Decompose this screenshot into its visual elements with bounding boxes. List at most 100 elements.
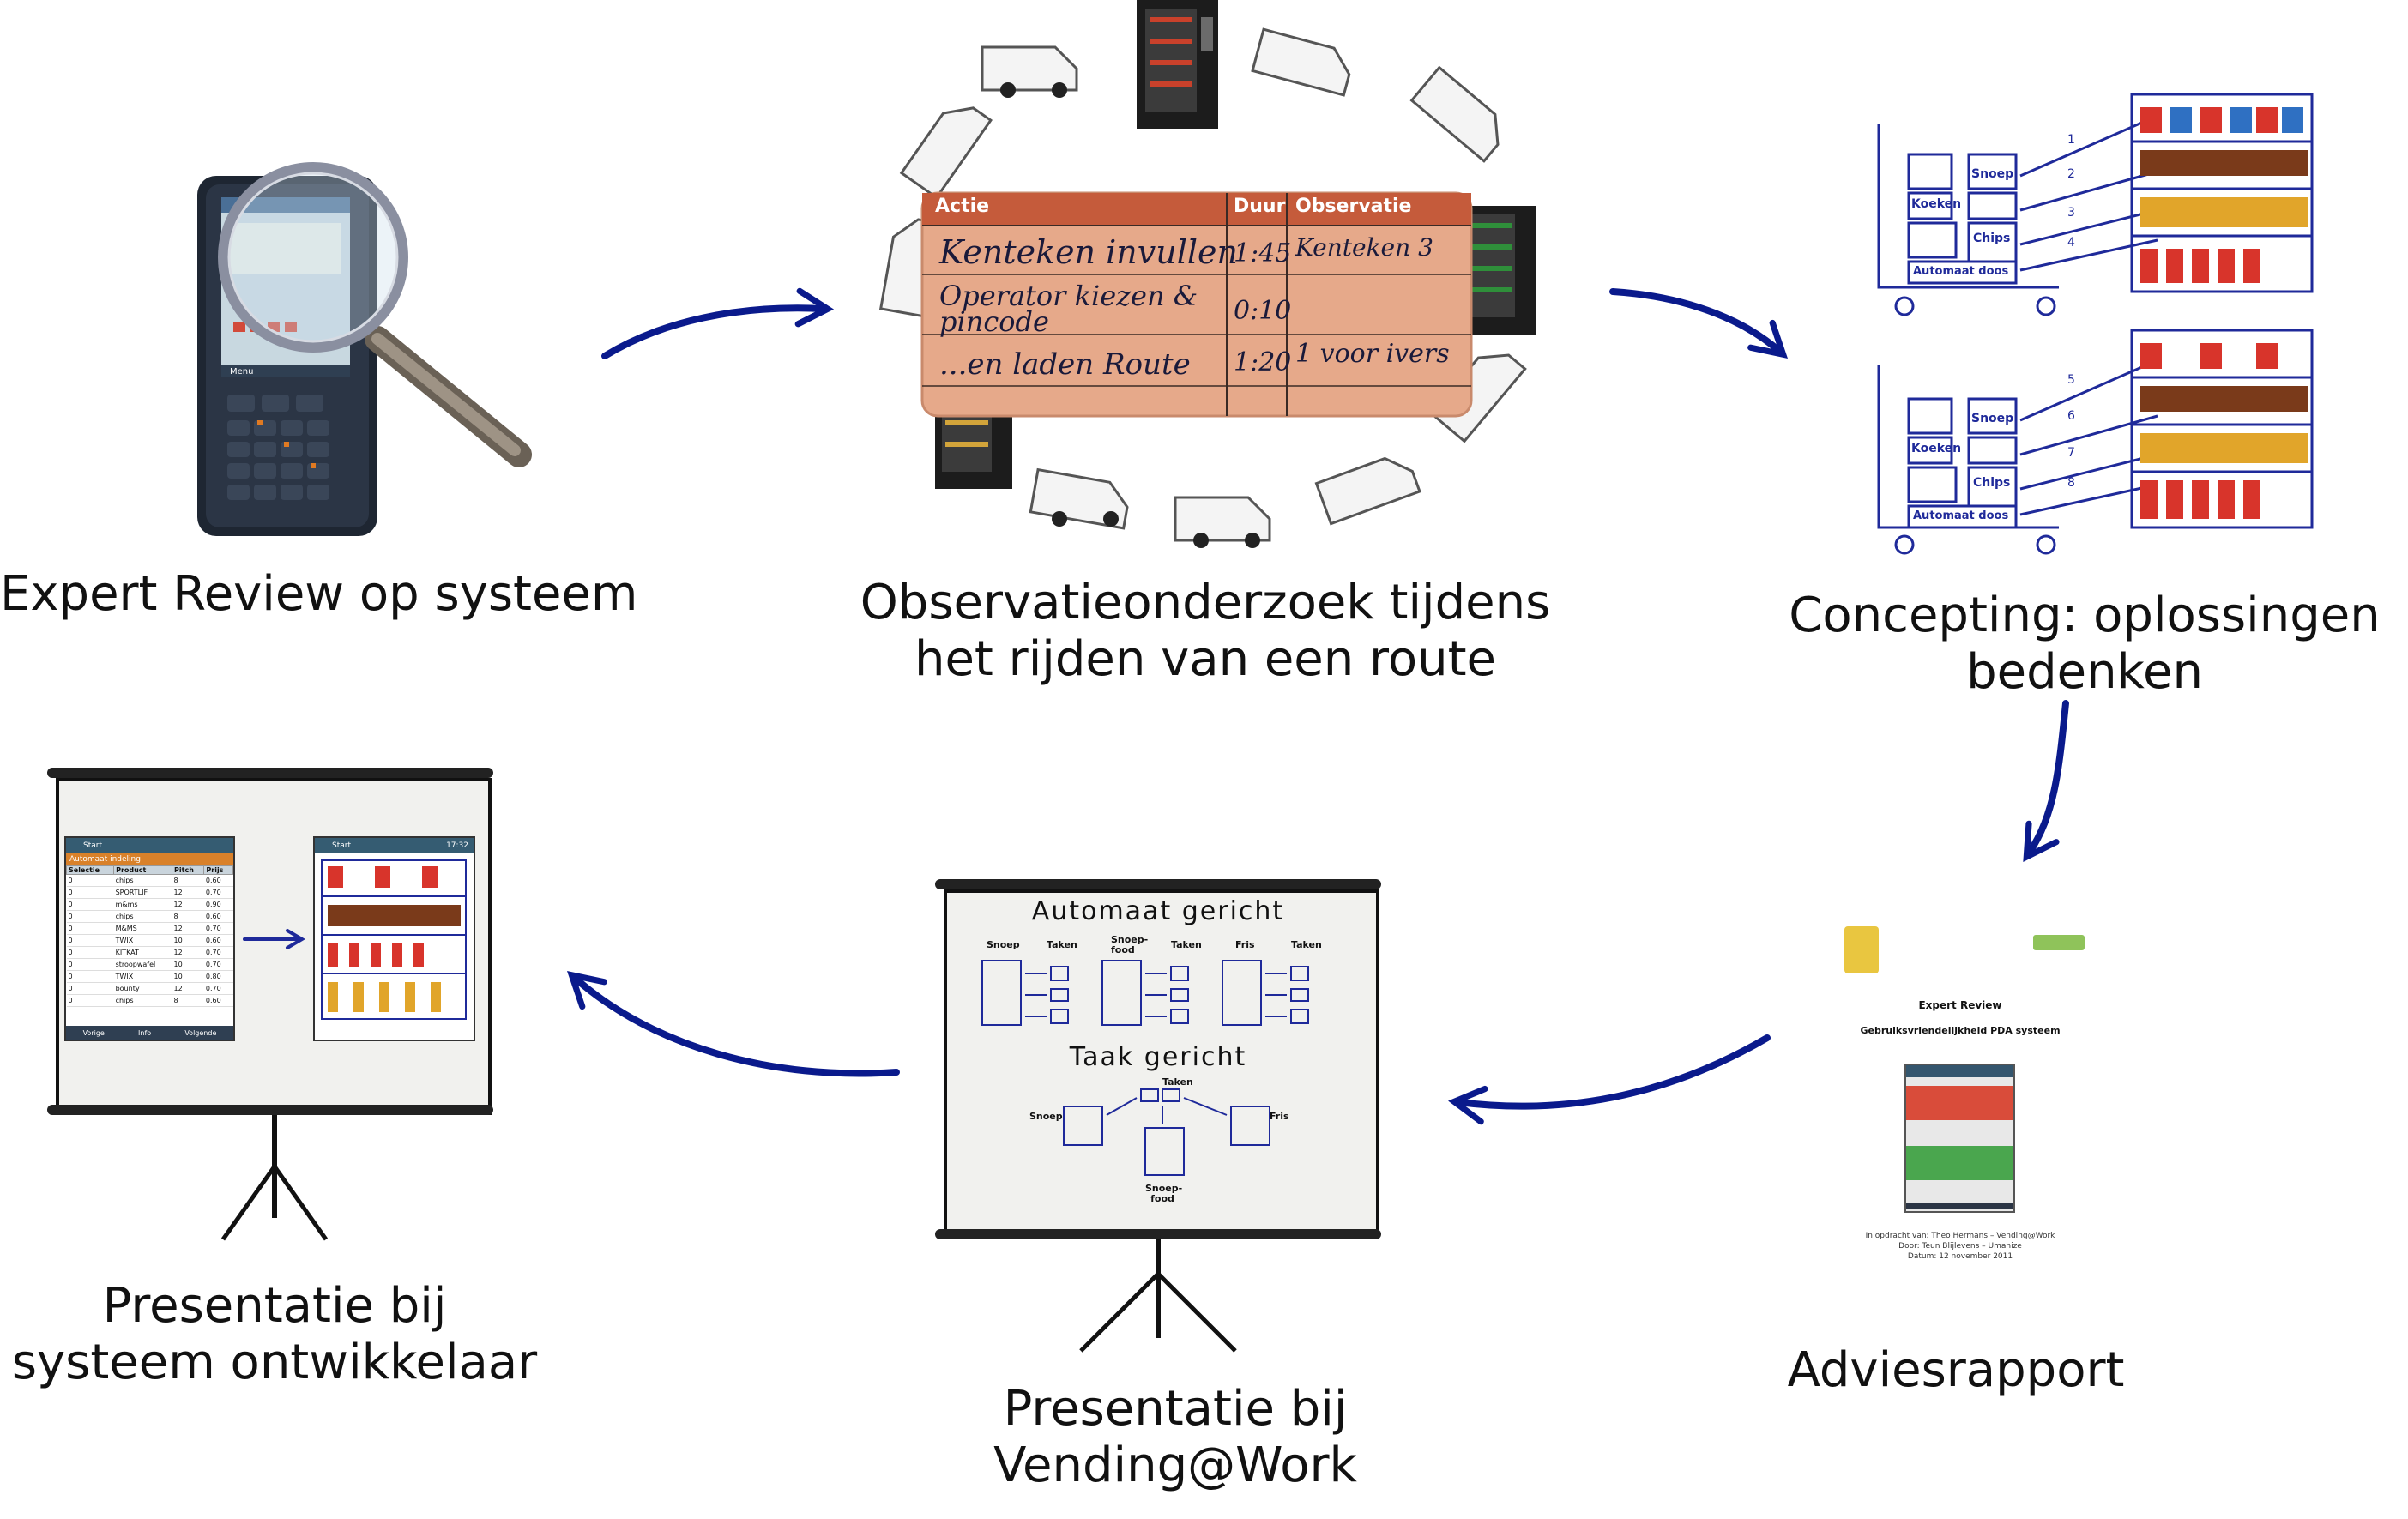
table-cell: 12 — [172, 946, 204, 959]
observation-illustration: Actie Duur Observatie Kenteken invullen … — [866, 0, 1536, 549]
caption-expert-review: Expert Review op systeem — [0, 566, 638, 622]
arrow-expert-to-observation — [601, 287, 835, 359]
table-cell: 0 — [66, 898, 114, 911]
table-cell: 12 — [172, 982, 204, 995]
table-header: Pitch — [172, 865, 205, 875]
pda-info-button[interactable]: Info — [138, 1028, 152, 1037]
card-row-1-observatie: Kenteken 3 — [1295, 233, 1433, 262]
cart-label-chips: Chips — [1973, 232, 2011, 245]
tripod-stand — [220, 1115, 329, 1241]
report-footer: In opdracht van: Theo Hermans – Vending@… — [1819, 1231, 2102, 1262]
table-cell: 10 — [172, 970, 204, 983]
step-number: 6 — [2067, 409, 2075, 423]
step-number: 8 — [2067, 476, 2075, 490]
table-cell: TWIX — [113, 970, 172, 983]
slide-label: Taken — [1162, 1076, 1193, 1088]
table-cell: SPORTLIF — [113, 886, 172, 899]
table-cell: 8 — [172, 910, 204, 923]
pda-subtitle: Automaat indeling — [66, 853, 233, 865]
table-cell: 0 — [66, 958, 114, 971]
table-cell: 0 — [66, 874, 114, 887]
table-cell: chips — [113, 874, 172, 887]
table-cell: stroopwafel — [113, 958, 172, 971]
table-header: Selectie — [65, 865, 115, 875]
cart-label-snoep: Snoep — [1971, 167, 2014, 181]
card-row-3-observatie: 1 voor ivers — [1295, 339, 1450, 369]
report-footer-line: Door: Teun Blijlevens – Umanize — [1898, 1242, 2022, 1251]
table-cell: 0 — [66, 886, 114, 899]
caption-presentatie-ontwikkelaar-line2: systeem ontwikkelaar — [11, 1335, 538, 1390]
caption-presentatie-vending: Presentatie bij Vending@Work — [935, 1381, 1415, 1494]
caption-observation-line1: Observatieonderzoek tijdens — [860, 575, 1551, 630]
caption-presentatie-ontwikkelaar: Presentatie bij systeem ontwikkelaar — [9, 1278, 540, 1391]
cart2-label-koeken: Koeken — [1911, 442, 1962, 455]
pda-next-button[interactable]: Volgende — [184, 1028, 217, 1037]
vending-at-work-logo — [2033, 935, 2085, 950]
table-cell: chips — [113, 910, 172, 923]
slide-label: Taken — [1291, 939, 1322, 950]
slide-label: Snoep — [987, 939, 1020, 950]
step-number: 4 — [2067, 236, 2075, 250]
caption-adviesrapport: Adviesrapport — [1787, 1342, 2125, 1398]
table-cell: 10 — [172, 934, 204, 947]
caption-observation: Observatieonderzoek tijdens het rijden v… — [849, 575, 1561, 688]
step-number: 1 — [2067, 133, 2075, 147]
table-cell: 8 — [172, 994, 204, 1007]
card-row-1-actie: Kenteken invullen — [939, 233, 1238, 271]
shelf-sketch — [321, 859, 467, 1020]
report-subtitle: Gebruiksvriendelijkheid PDA systeem — [1860, 1025, 2061, 1036]
report-footer-line: Datum: 12 november 2011 — [1907, 1252, 2013, 1261]
card-row-3-duur: 1:20 — [1234, 347, 1292, 377]
arrow-right-icon — [243, 929, 305, 949]
table-cell: 0.60 — [203, 934, 233, 947]
step-number: 5 — [2067, 373, 2075, 387]
table-cell: 0.60 — [203, 910, 233, 923]
slide-label: Fris — [1270, 1111, 1289, 1122]
table-cell: m&ms — [113, 898, 172, 911]
arrow-concepting-to-report — [2023, 700, 2069, 863]
table-cell: 0.70 — [203, 886, 233, 899]
cart2-label-snoep: Snoep — [1971, 412, 2014, 425]
pda-prev-button[interactable]: Vorige — [82, 1028, 105, 1037]
arrow-observation-to-concepting — [1609, 288, 1789, 359]
card-row-1-duur: 1:45 — [1234, 238, 1292, 268]
concepting-sketch: Snoep Koeken Chips Automaat doos Snoep K… — [1862, 81, 2325, 562]
cart-label-automaat-doos: Automaat doos — [1913, 265, 2009, 278]
arrow-report-to-vending — [1448, 1034, 1771, 1125]
table-header: Prijs — [203, 865, 233, 875]
slide-label: Snoep — [1029, 1111, 1063, 1122]
step-number: 3 — [2067, 206, 2075, 220]
slide-label: Snoep-food — [1145, 1183, 1183, 1204]
card-row-2-duur: 0:10 — [1234, 296, 1292, 326]
table-cell: 12 — [172, 922, 204, 935]
table-cell: 0 — [66, 934, 114, 947]
caption-concepting: Concepting: oplossingen bedenken — [1776, 588, 2393, 701]
step-number: 7 — [2067, 446, 2075, 460]
caption-concepting-line1: Concepting: oplossingen — [1789, 588, 2381, 643]
projector-screen-vending: Automaat gericht Snoep Taken Snoep-food … — [935, 879, 1381, 1355]
table-cell: KITKAT — [113, 946, 172, 959]
table-cell: 0.70 — [203, 982, 233, 995]
pda-device-illustration: Menu — [197, 162, 532, 536]
table-cell: 12 — [172, 898, 204, 911]
pda-menu-left: Menu — [230, 367, 253, 377]
table-cell: 0.80 — [203, 970, 233, 983]
caption-presentatie-ontwikkelaar-line1: Presentatie bij — [102, 1278, 447, 1334]
card-header-duur: Duur — [1234, 196, 1286, 217]
table-cell: 0.60 — [203, 874, 233, 887]
table-cell: bounty — [113, 982, 172, 995]
pda-clock: 17:32 — [446, 841, 468, 850]
